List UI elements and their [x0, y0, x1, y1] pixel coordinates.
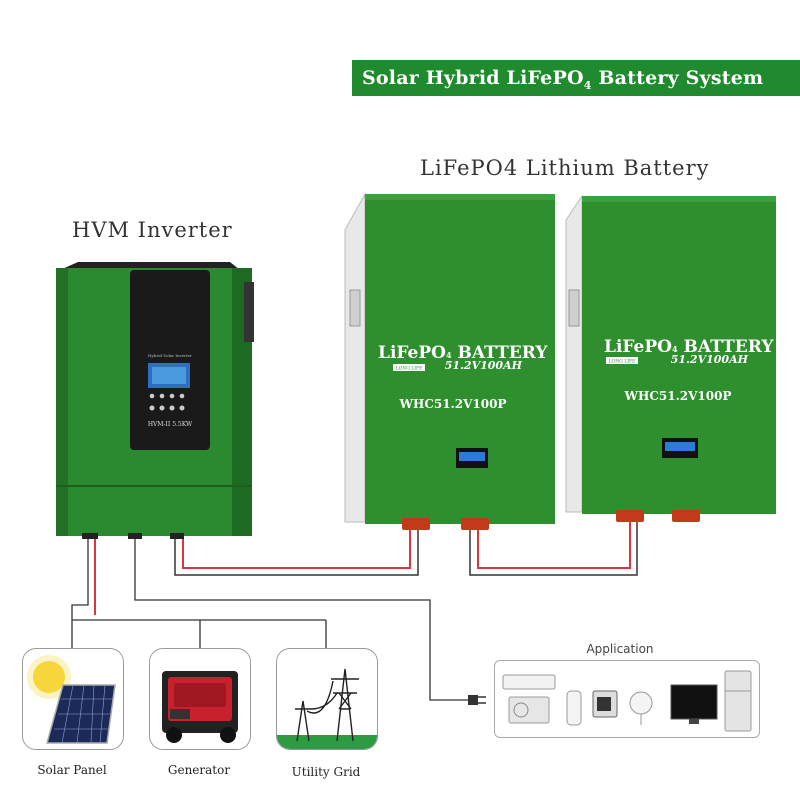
- battery-1-brand: LiFePO: [378, 343, 446, 363]
- battery-1-tag: LONG LIFE: [396, 366, 423, 372]
- inverter-unit: Hybrid Solar Inverter HVM-II 5.5KW: [56, 262, 254, 539]
- utility-grid-caption: Utility Grid: [291, 765, 361, 779]
- battery-2-brand-sub: 4: [672, 344, 678, 354]
- title-rest: Battery System: [591, 67, 764, 89]
- battery-2-spec: 51.2V100AH: [671, 353, 749, 366]
- svg-text:LiFePO4 BATTERY: LiFePO4 BATTERY: [604, 337, 774, 357]
- battery-1-brand-sub: 4: [446, 350, 452, 360]
- air-conditioner-icon: [502, 674, 556, 724]
- battery-2-word: BATTERY: [678, 337, 775, 357]
- inverter-panel-title: Hybrid Solar Inverter: [148, 353, 192, 358]
- fan-icon: [629, 691, 653, 725]
- generator-box: [149, 648, 251, 750]
- solar-panel-box: [22, 648, 124, 750]
- battery-1-spec: 51.2V100AH: [445, 359, 523, 372]
- generator-icon: [162, 671, 238, 743]
- title-banner: Solar Hybrid LiFePO4 Battery System: [352, 60, 800, 96]
- application-label: Application: [586, 642, 654, 656]
- svg-text:LiFePO4 BATTERY: LiFePO4 BATTERY: [378, 343, 548, 363]
- microwave-icon: [592, 690, 618, 718]
- inverter-model: HVM-II 5.5KW: [148, 421, 193, 428]
- battery-1-model: WHC51.2V100P: [399, 397, 507, 411]
- battery-label: LiFePO4 Lithium Battery: [420, 156, 710, 180]
- solar-panel-caption: Solar Panel: [37, 763, 107, 777]
- generator-caption: Generator: [167, 763, 231, 777]
- battery-2-model: WHC51.2V100P: [624, 389, 732, 403]
- title-main: Solar Hybrid LiFePO: [362, 67, 584, 89]
- power-tower-icon: [277, 668, 377, 749]
- refrigerator-icon: [724, 670, 752, 732]
- battery-2-tag: LONG LIFE: [609, 359, 636, 365]
- inverter-label: HVM Inverter: [72, 218, 233, 242]
- battery-1: LiFePO4 BATTERY 51.2V100AH LONG LIFE WHC…: [344, 192, 555, 530]
- battery-1-word: BATTERY: [452, 343, 549, 363]
- battery-2: LiFePO4 BATTERY 51.2V100AH LONG LIFE WHC…: [565, 194, 776, 522]
- battery-2-brand: LiFePO: [604, 337, 672, 357]
- application-box: [494, 660, 760, 738]
- water-heater-icon: [566, 690, 582, 726]
- wires: [71, 516, 638, 705]
- tv-icon: [670, 684, 718, 724]
- utility-grid-box: [276, 648, 378, 750]
- title-subscript: 4: [583, 78, 592, 92]
- solar-panel-icon: [27, 655, 116, 744]
